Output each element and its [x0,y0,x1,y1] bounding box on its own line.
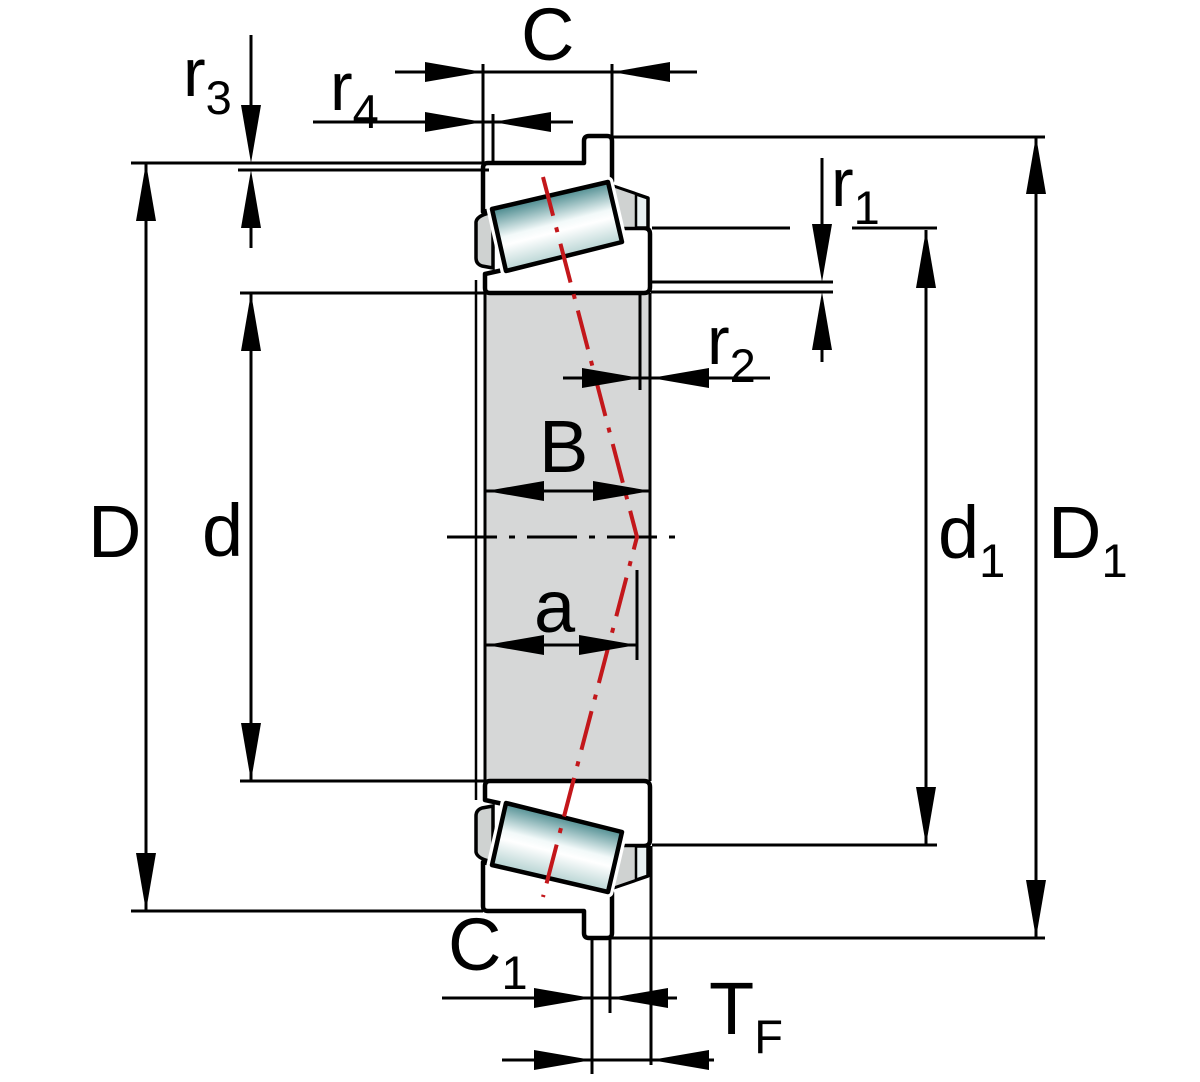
roller-top [489,179,625,274]
dim-C: C [395,0,697,82]
dim-label-r3: r3 [183,35,232,124]
bore-strip [474,280,652,800]
dim-d: d [202,293,261,781]
centerlines [447,176,682,898]
dim-D: D [88,163,156,911]
dim-B: B [486,405,651,501]
dim-label-C1: C1 [448,903,528,999]
dim-a: a [486,565,637,655]
dim-r4: r4 [313,49,573,138]
dim-label-d1: d1 [938,491,1005,587]
dim-TF: TF [502,967,783,1070]
dim-label-d: d [202,489,243,572]
dim-label-r4: r4 [330,49,379,138]
dim-d1: d1 [916,230,1005,845]
extension-lines [131,64,1045,1074]
cage-small-end [474,211,495,863]
dim-label-C: C [521,0,574,76]
outer-ring-bottom [480,859,615,941]
dim-label-D: D [88,490,141,573]
dim-label-D1: D1 [1048,491,1128,587]
dim-label-B: B [539,405,588,488]
outer-ring-top [480,133,615,215]
dim-label-TF: TF [709,967,783,1063]
dim-label-r1: r1 [831,145,880,234]
dim-D1: D1 [1026,136,1128,938]
dim-r3: r3 [183,35,261,248]
tapered-rollers [486,176,628,898]
dim-r2: r2 [563,303,770,392]
dim-label-r2: r2 [707,303,756,392]
roller-axis-centerline [541,176,640,898]
dim-label-a: a [534,565,576,648]
dim-C1: C1 [442,903,677,1008]
dim-r1: r1 [812,145,880,362]
